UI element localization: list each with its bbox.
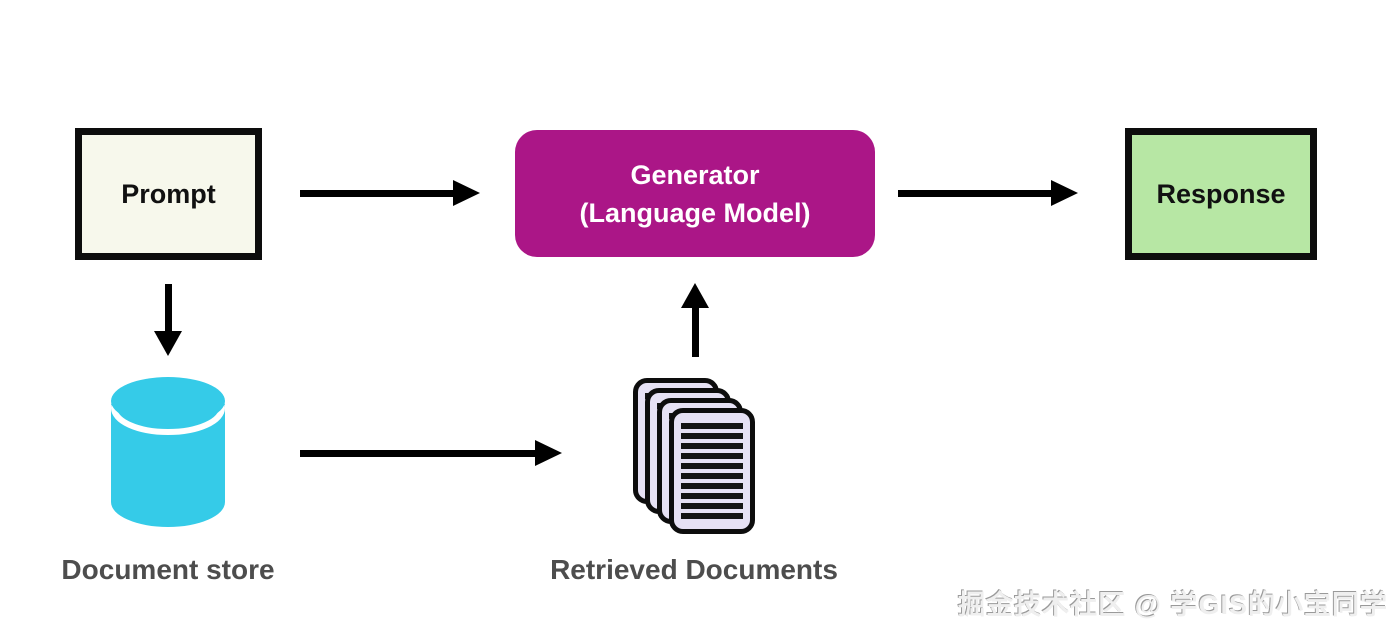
generator-label-line2: (Language Model) <box>579 197 811 228</box>
response-label: Response <box>1156 178 1286 209</box>
document-icon <box>669 408 755 534</box>
arrow-prompt-to-generator <box>300 176 480 210</box>
prompt-label: Prompt <box>121 178 216 209</box>
arrow-documents-to-generator <box>681 283 709 357</box>
arrow-shaft <box>691 308 699 357</box>
document-stack-icon <box>633 378 758 536</box>
generator-node: Generator (Language Model) <box>515 130 875 257</box>
response-node: Response <box>1125 128 1317 260</box>
arrow-head-right-icon <box>535 440 562 466</box>
generator-label-line1: Generator <box>630 159 760 190</box>
arrow-head-down-icon <box>154 331 182 356</box>
document-lines <box>681 423 743 519</box>
arrow-head-right-icon <box>1051 180 1078 206</box>
arrow-prompt-to-document-store <box>154 284 182 356</box>
arrow-head-right-icon <box>453 180 480 206</box>
arrow-head-up-icon <box>681 283 709 308</box>
watermark-text: 掘金技术社区 @ 学GIS的小宝同学 <box>958 590 1388 620</box>
document-store-caption: Document store <box>61 554 275 585</box>
arrow-shaft <box>300 189 453 197</box>
arrow-generator-to-response <box>898 176 1078 210</box>
arrow-shaft <box>898 189 1051 197</box>
database-cylinder-icon <box>105 374 231 537</box>
arrow-store-to-documents <box>300 436 562 470</box>
retrieved-documents-caption: Retrieved Documents <box>550 554 838 585</box>
arrow-shaft <box>300 449 535 457</box>
arrow-shaft <box>164 284 172 331</box>
prompt-node: Prompt <box>75 128 262 260</box>
